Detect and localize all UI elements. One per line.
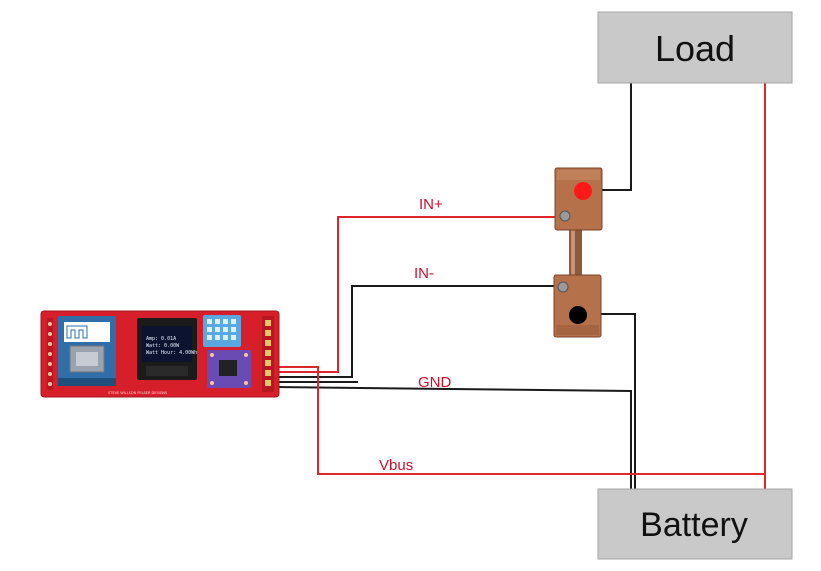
oled-line-2: Watt: 0.00W <box>146 343 180 349</box>
oled-display: Amp: 0.01A Watt: 0.00W Watt Hour: 4.00Wh <box>137 318 197 380</box>
in-minus-label: IN- <box>414 265 434 282</box>
shunt-to-battery-wire <box>590 313 636 490</box>
gnd-label: GND <box>418 374 452 391</box>
oled-line-1: Amp: 0.01A <box>146 336 176 342</box>
negative-terminal <box>569 306 587 324</box>
oled-line-3: Watt Hour: 4.00Wh <box>146 350 197 356</box>
monitor-board: Amp: 0.01A Watt: 0.00W Watt Hour: 4.00Wh <box>40 310 280 398</box>
current-shunt <box>553 167 603 338</box>
left-header <box>47 318 53 390</box>
load-label: Load <box>655 28 735 69</box>
current-sensor-module <box>207 350 251 388</box>
in-plus-wire <box>275 216 563 373</box>
board-silkscreen: STEVE WILLSON FELSER DESIGNS <box>108 391 168 395</box>
shunt-strip <box>569 228 582 276</box>
shunt-screw-top <box>559 210 571 222</box>
shunt-screw-bottom <box>557 281 569 293</box>
in-minus-wire <box>275 285 563 378</box>
right-header <box>262 316 274 392</box>
load-box: Load <box>597 11 793 84</box>
in-plus-label: IN+ <box>419 196 443 213</box>
gnd-wire <box>274 386 632 490</box>
wires <box>274 83 766 490</box>
battery-label: Battery <box>640 506 748 544</box>
vbus-label: Vbus <box>379 457 413 474</box>
positive-terminal <box>574 182 592 200</box>
wifi-module <box>58 316 116 386</box>
vbus-wire <box>275 366 765 475</box>
battery-box: Battery <box>597 488 793 560</box>
dht-sensor <box>203 315 241 347</box>
